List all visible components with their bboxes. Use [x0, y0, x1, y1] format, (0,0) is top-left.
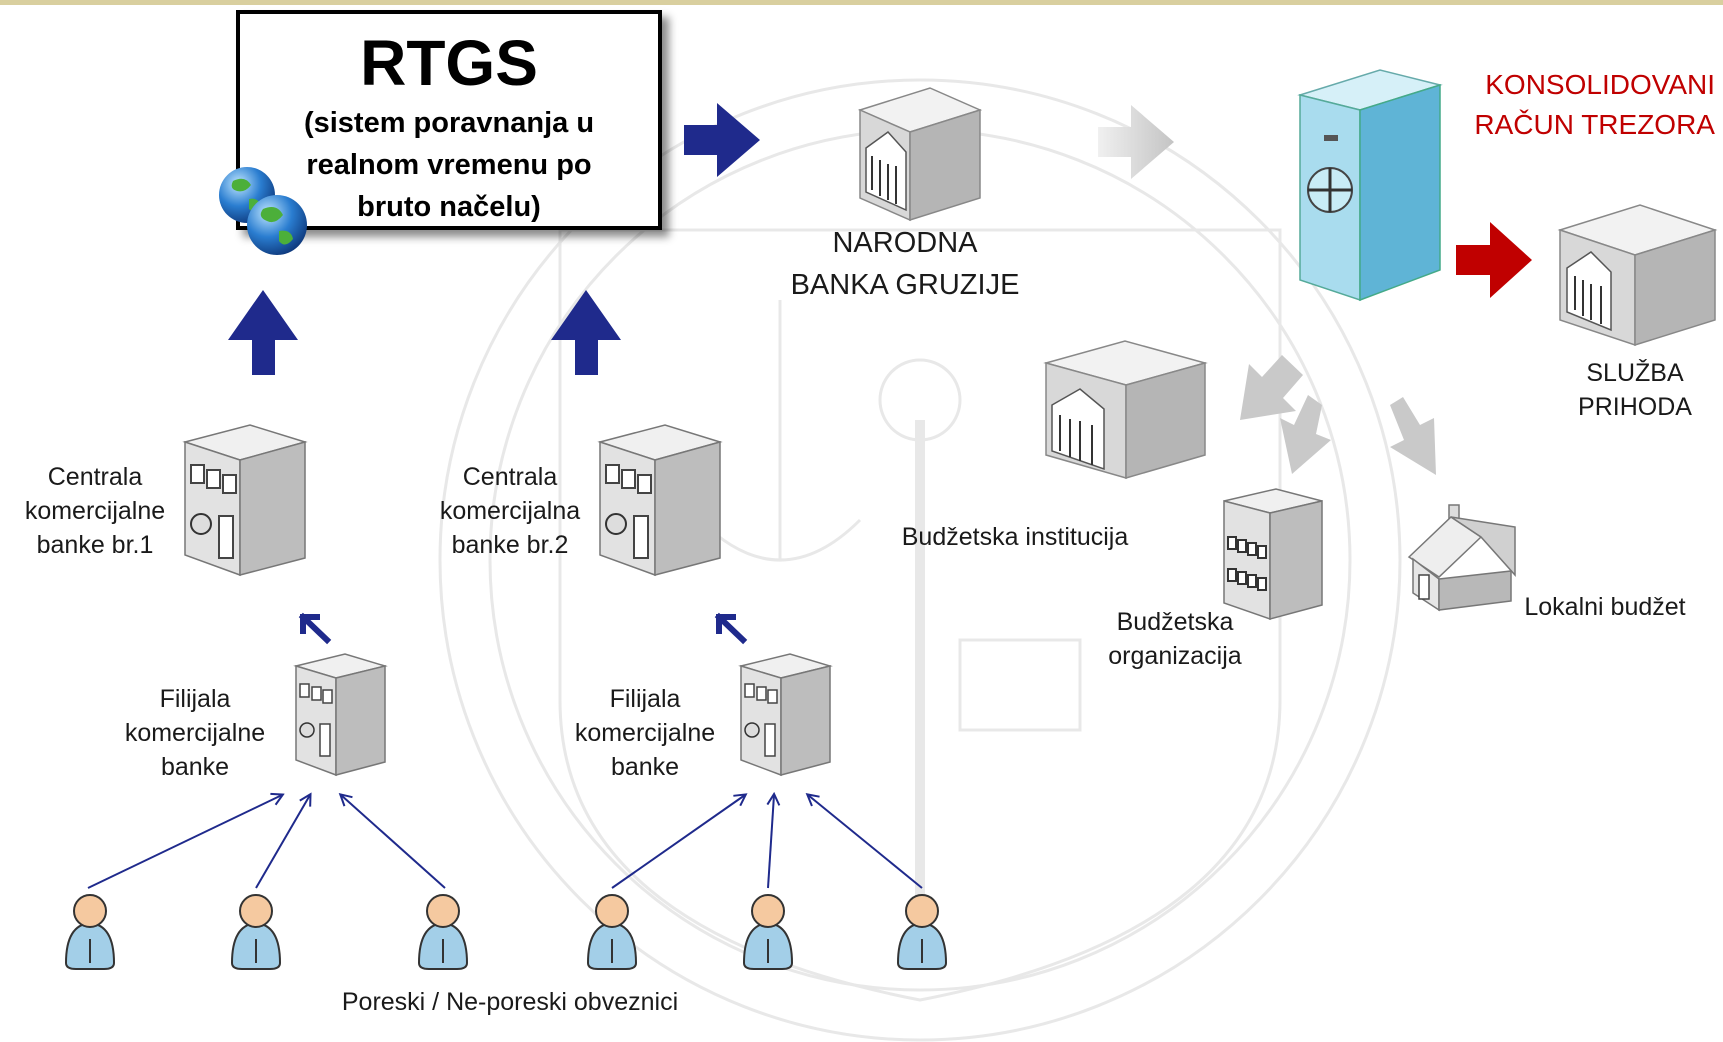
person-icon [587, 894, 637, 970]
payment-line [808, 795, 923, 889]
taxpayers-label: Poreski / Ne-poreski obveznici [341, 988, 679, 1016]
office-building-icon [182, 424, 308, 577]
flow-arrow-treasury-to-revenue [1456, 222, 1532, 298]
person-icon [743, 894, 793, 970]
branch-1-label: Filijala komercijalne banke [124, 685, 266, 781]
payment-line [341, 795, 446, 889]
national-bank-label: NARODNA BANKA GRUZIJE [790, 227, 1020, 301]
flow-arrow-branch2-to-hq [714, 612, 748, 645]
person-icon [65, 894, 115, 970]
dist-arrow-to-institution [1240, 355, 1303, 420]
budget-organization-label: Budžetska organizacija [1108, 608, 1242, 670]
top-border [0, 0, 1723, 5]
flow-arrow-bank2-to-rtgs [551, 290, 621, 375]
bank-building-icon [1557, 204, 1718, 347]
person-icon [231, 894, 281, 970]
dist-arrow-to-local-budget [1390, 397, 1436, 475]
person-icon [897, 894, 947, 970]
rtgs-box: RTGS (sistem poravnanja u realnom vremen… [236, 10, 662, 230]
vault-icon [1297, 69, 1443, 302]
person-icon [418, 894, 468, 970]
payment-line [768, 795, 774, 889]
local-budget-label: Lokalni budžet [1524, 593, 1686, 621]
payment-line [255, 795, 310, 889]
treasury-label: KONSOLIDOVANI RAČUN TREZORA [1474, 69, 1715, 140]
rtgs-subtitle: (sistem poravnanja u realnom vremenu po … [303, 107, 595, 223]
payment-line [611, 795, 745, 889]
bank-building-icon [1043, 340, 1208, 479]
flow-arrow-branch1-to-hq [298, 612, 332, 645]
hq-bank-1-label: Centrala komercijalne banke br.1 [24, 463, 166, 559]
budget-institution-label: Budžetska institucija [901, 523, 1129, 551]
bank-building-icon [857, 87, 983, 222]
dist-arrow-to-organization [1280, 395, 1331, 474]
branch-2-label: Filijala komercijalne banke [574, 685, 716, 781]
office-building-icon [738, 653, 833, 777]
office-building-icon [597, 424, 723, 577]
flow-arrow-bank1-to-rtgs [228, 290, 298, 375]
house-icon [1407, 504, 1516, 612]
flow-arrow-rtgs-to-nbg [684, 103, 760, 177]
globe-icon [219, 167, 307, 255]
hq-bank-2-label: Centrala komercijalna banke br.2 [439, 463, 581, 559]
rtgs-title: RTGS [360, 27, 538, 99]
office-building-icon [293, 653, 388, 777]
payment-line [87, 795, 282, 889]
flow-arrow-nbg-to-treasury [1098, 105, 1174, 179]
revenue-service-label: SLUŽBA PRIHODA [1578, 359, 1692, 421]
office-building-icon [1223, 488, 1323, 621]
